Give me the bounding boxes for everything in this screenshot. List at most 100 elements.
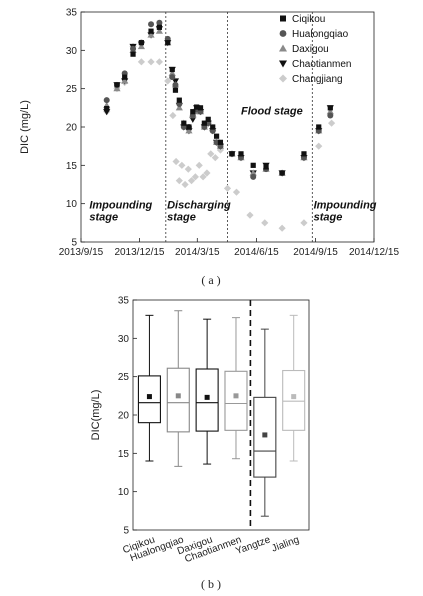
- stage-annotation: stage: [89, 212, 118, 224]
- caption-b: ( b ): [201, 577, 221, 591]
- y-tick-label: 25: [66, 84, 78, 95]
- data-point: [175, 104, 183, 111]
- data-point: [213, 133, 220, 139]
- y-tick-label: 35: [66, 8, 78, 19]
- stage-annotation: stage: [167, 212, 196, 224]
- y-tick-label: 25: [118, 372, 130, 383]
- mean-marker: [291, 394, 297, 400]
- data-point: [181, 180, 189, 189]
- y-tick-label: 30: [66, 46, 78, 57]
- data-point: [197, 105, 204, 111]
- data-point: [195, 161, 203, 169]
- data-point: [246, 211, 254, 219]
- legend-label: Changjiang: [292, 74, 343, 85]
- x-tick-label: 2014/3/15: [175, 247, 220, 258]
- stage-annotation: stage: [314, 212, 343, 224]
- data-point: [164, 77, 172, 85]
- data-point: [187, 177, 196, 185]
- data-point: [172, 157, 180, 166]
- data-point: [250, 162, 256, 168]
- box-iqr: [224, 370, 248, 431]
- data-point: [184, 165, 192, 173]
- legend-marker: [280, 15, 286, 22]
- box-yangtze: [253, 328, 277, 517]
- caption-a: ( a ): [201, 273, 220, 287]
- data-point: [327, 112, 334, 119]
- data-point: [185, 127, 193, 134]
- data-point: [278, 224, 286, 232]
- data-point: [186, 124, 192, 130]
- data-point: [181, 120, 187, 126]
- data-point: [130, 51, 136, 57]
- x-tick-label: 2013/9/15: [59, 247, 104, 258]
- data-points: [103, 19, 336, 232]
- y-tick-label: 5: [71, 238, 77, 249]
- data-point: [122, 74, 128, 80]
- data-point: [279, 170, 285, 176]
- data-point: [178, 161, 186, 169]
- box-jialing: [282, 314, 306, 462]
- data-point: [148, 21, 155, 28]
- y-tick-label: 5: [123, 526, 129, 537]
- data-point: [315, 142, 323, 150]
- data-point: [229, 151, 235, 157]
- mean-marker: [146, 394, 152, 400]
- data-point: [137, 42, 145, 50]
- scatter-chart-dic-time-series: 2013/9/15 2013/12/15 2014/3/15 2014/6/15 201…: [19, 8, 399, 288]
- y-tick-label: 35: [118, 296, 130, 307]
- data-point: [238, 151, 244, 157]
- data-point: [194, 104, 200, 110]
- box-chaotianmen: [224, 317, 248, 460]
- box-hualongqiao: [166, 310, 190, 467]
- data-point: [232, 188, 241, 196]
- data-point: [207, 150, 215, 158]
- data-point: [169, 74, 176, 81]
- data-point: [114, 82, 120, 88]
- y-tick-label: 10: [66, 199, 78, 210]
- y-tick-label: 10: [118, 487, 130, 498]
- legend-marker: [279, 74, 287, 83]
- x-tick-label: 2014/12/15: [349, 247, 399, 258]
- category-label: Jialing: [270, 534, 300, 554]
- box-iqr: [137, 375, 161, 424]
- y-tick-label: 20: [118, 411, 130, 422]
- box-iqr: [166, 367, 190, 433]
- data-point: [217, 139, 224, 145]
- stage-annotation: Impounding: [89, 199, 152, 211]
- data-point: [165, 40, 171, 46]
- data-point: [201, 120, 207, 126]
- category-labels: CiqikouHualongqiaoDaxigouChaotianmenYang…: [121, 534, 300, 565]
- x-tick-label: 2013/12/15: [114, 247, 164, 258]
- legend-label: Chaotianmen: [292, 59, 351, 70]
- data-point: [155, 27, 163, 34]
- stage-annotation: Flood stage: [241, 106, 303, 118]
- data-point: [137, 58, 145, 66]
- box-daxigou: [195, 318, 219, 465]
- data-point: [261, 219, 269, 227]
- data-point: [103, 97, 110, 104]
- mean-marker: [175, 393, 181, 399]
- y-tick-label: 15: [118, 449, 130, 460]
- legend-marker: [279, 60, 287, 68]
- x-tick-label: 2014/6/15: [234, 247, 279, 258]
- data-point: [169, 111, 177, 120]
- x-axis-ticks: 2013/9/15 2013/12/15 2014/3/15 2014/6/15 201…: [59, 238, 399, 258]
- data-point: [130, 45, 137, 52]
- data-point: [250, 173, 257, 180]
- data-point: [104, 106, 110, 112]
- data-point: [113, 85, 121, 92]
- data-point: [249, 169, 257, 176]
- data-point: [327, 105, 333, 111]
- data-point: [191, 173, 199, 181]
- data-point: [300, 219, 308, 227]
- data-point: [326, 108, 334, 115]
- box-ciqikou: [137, 314, 161, 462]
- stage-annotation: Impounding: [314, 199, 377, 211]
- data-point: [316, 124, 322, 130]
- data-point: [148, 28, 154, 34]
- data-point: [301, 151, 307, 157]
